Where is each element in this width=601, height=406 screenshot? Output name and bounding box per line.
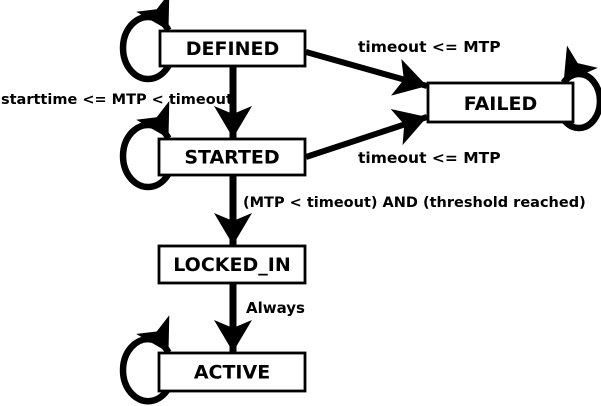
state-label-started: STARTED xyxy=(184,147,279,169)
state-defined: DEFINED xyxy=(158,29,307,68)
self-loop-failed xyxy=(560,45,601,132)
self-loop-started xyxy=(119,100,172,191)
state-box-started xyxy=(157,137,307,177)
self-loop-defined xyxy=(119,0,172,83)
state-label-locked-in: LOCKED_IN xyxy=(173,254,290,276)
state-started: STARTED xyxy=(157,137,307,177)
state-label-defined: DEFINED xyxy=(186,38,279,60)
edge-label-started-to-locked-in: (MTP < timeout) AND (threshold reached) xyxy=(243,195,586,211)
state-label-failed: FAILED xyxy=(464,93,537,115)
state-box-locked-in xyxy=(157,244,307,285)
edge-started-to-failed xyxy=(305,109,428,160)
state-box-failed xyxy=(426,81,575,124)
edge-label-started-to-failed: timeout <= MTP xyxy=(358,149,501,167)
edge-label-defined-to-started: starttime <= MTP < timeout xyxy=(1,92,233,108)
self-loop-active xyxy=(119,315,172,405)
state-locked-in: LOCKED_IN xyxy=(157,244,307,285)
state-box-defined xyxy=(158,29,307,68)
state-label-active: ACTIVE xyxy=(194,362,270,384)
edge-defined-to-failed xyxy=(305,49,428,96)
state-box-active xyxy=(157,351,307,393)
edge-label-locked-in-to-active: Always xyxy=(246,299,305,317)
state-active: ACTIVE xyxy=(157,351,307,393)
edge-label-defined-to-failed: timeout <= MTP xyxy=(358,38,501,56)
state-failed: FAILED xyxy=(426,81,575,124)
